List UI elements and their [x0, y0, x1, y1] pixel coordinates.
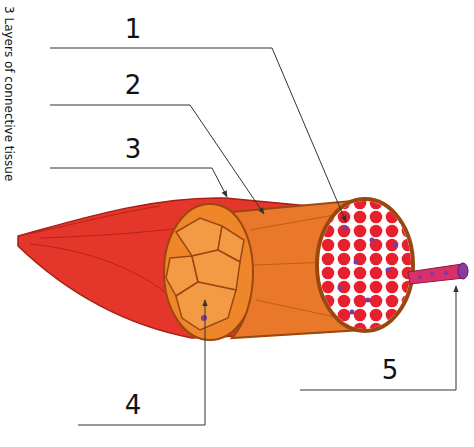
leader-lines — [50, 48, 456, 425]
callout-number: 1 — [125, 14, 142, 44]
muscle-fibers — [315, 198, 415, 332]
vessel-dots — [418, 271, 448, 279]
muscle-striations — [18, 206, 180, 300]
callout-number: 2 — [125, 70, 142, 100]
callout-number: 4 — [125, 390, 142, 420]
vessel-end — [458, 263, 468, 279]
group-label: 3 Layers of connective tissue — [2, 6, 16, 181]
callout-number: 3 — [125, 134, 142, 164]
callout-number: 5 — [382, 355, 399, 385]
vessel-dot — [201, 315, 207, 321]
blood-vessel — [408, 264, 464, 284]
